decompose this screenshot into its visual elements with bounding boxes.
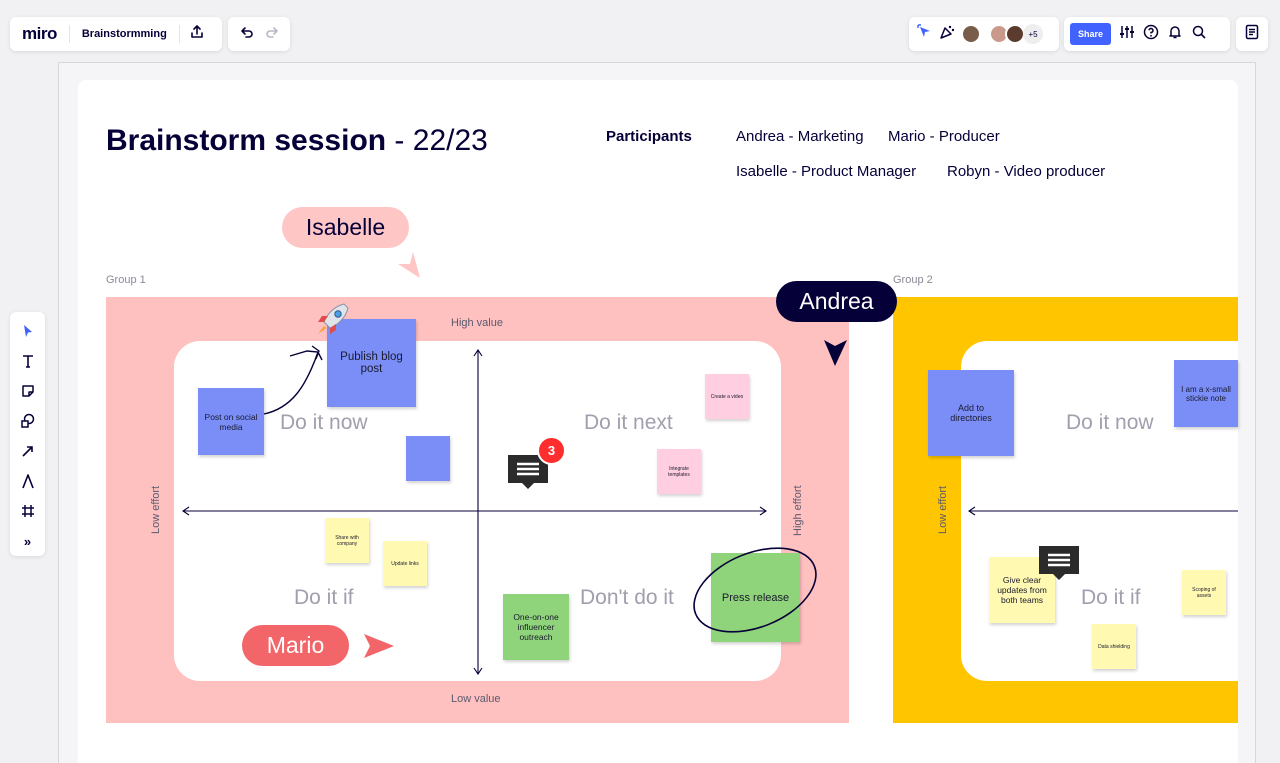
quadrant-label: Do it if — [1081, 586, 1141, 609]
ink-ellipse-annotation — [693, 547, 817, 633]
comment-count-badge: 3 — [537, 436, 566, 465]
cursor-label-andrea: Andrea — [776, 281, 897, 322]
sticky-note[interactable] — [406, 436, 450, 481]
sticky-note[interactable]: I am a x-small stickie note — [1174, 360, 1238, 427]
sticky-note[interactable]: Data shielding — [1092, 624, 1136, 669]
shapes-icon[interactable] — [17, 410, 39, 432]
participant: Robyn - Video producer — [947, 163, 1106, 180]
text-tool-icon[interactable] — [17, 350, 39, 372]
connection-line-icon[interactable] — [17, 440, 39, 462]
cursor-arrow-mario-icon — [364, 634, 394, 658]
share-button[interactable]: Share — [1070, 23, 1112, 45]
participant: Isabelle - Product Manager — [736, 163, 917, 180]
ink-arrow-annotation — [263, 345, 323, 415]
redo-icon[interactable] — [265, 25, 279, 43]
more-collaborators-badge[interactable]: +5 — [1023, 24, 1043, 44]
collaborator-avatar[interactable] — [961, 24, 981, 44]
matrix-axes — [182, 349, 767, 675]
quadrant-label: Do it next — [584, 411, 673, 434]
quadrant-label: Don't do it — [580, 586, 674, 609]
sticky-note[interactable]: Share with company — [325, 518, 369, 563]
sticky-note[interactable]: Publish blog post — [327, 319, 416, 407]
page-title: Brainstorm session - 22/23 — [106, 124, 488, 158]
high-value-label: High value — [451, 317, 503, 329]
matrix-axes — [968, 506, 1238, 516]
title-bold: Brainstorm session — [106, 124, 387, 157]
low-effort-label: Low effort — [937, 485, 949, 534]
sticky-note[interactable]: Scoping of assets — [1182, 570, 1226, 615]
cursor-pointer-icon[interactable] — [917, 23, 933, 45]
sticky-note[interactable]: One-on-one influencer outreach — [503, 594, 569, 660]
frame-icon[interactable] — [17, 500, 39, 522]
export-icon[interactable] — [180, 24, 214, 44]
board-menu-bar: miro Brainstormming — [10, 17, 222, 51]
undo-icon[interactable] — [240, 25, 254, 43]
help-icon[interactable] — [1143, 24, 1159, 45]
sticky-note[interactable]: Press release — [711, 553, 800, 642]
quadrant-label: Do it now — [1066, 411, 1154, 434]
notes-panel-button[interactable] — [1236, 17, 1268, 51]
divider — [178, 25, 180, 43]
high-effort-label: High effort — [792, 485, 804, 536]
sticky-note[interactable]: Create a video — [705, 374, 749, 419]
quadrant-label: Do it now — [280, 411, 368, 434]
cursor-label-mario: Mario — [242, 625, 349, 666]
notes-icon — [1245, 24, 1259, 45]
comment-bubble-icon[interactable] — [506, 453, 550, 489]
cursor-label-isabelle: Isabelle — [282, 207, 409, 248]
rocket-sticker-icon[interactable] — [314, 300, 352, 344]
quadrant-label: Do it if — [294, 586, 354, 609]
search-icon[interactable] — [1191, 24, 1207, 45]
sticky-note-icon[interactable] — [17, 380, 39, 402]
cursor-arrow-andrea-icon — [824, 340, 847, 366]
sticky-note[interactable]: Add to directories — [928, 370, 1014, 456]
board-name[interactable]: Brainstormming — [81, 28, 167, 40]
low-effort-label: Low effort — [150, 485, 162, 534]
group-label: Group 2 — [893, 274, 933, 286]
sticky-note[interactable]: Post on social media — [198, 388, 264, 455]
comment-bubble-icon[interactable] — [1037, 544, 1081, 580]
divider — [68, 25, 70, 43]
participants-label: Participants — [606, 128, 692, 145]
reactions-icon[interactable] — [939, 24, 955, 45]
select-pointer-icon[interactable] — [17, 320, 39, 342]
pen-icon[interactable] — [17, 470, 39, 492]
sticky-note[interactable]: Integrate templates — [657, 449, 701, 494]
collaboration-bar: +5 — [909, 17, 1059, 51]
notifications-bell-icon[interactable] — [1167, 24, 1183, 45]
collaborator-avatar[interactable] — [1005, 24, 1025, 44]
more-tools-icon[interactable]: » — [23, 533, 32, 549]
history-bar — [228, 17, 290, 51]
participant: Mario - Producer — [888, 128, 1000, 145]
low-value-label: Low value — [451, 693, 501, 705]
settings-sliders-icon[interactable] — [1119, 24, 1135, 45]
title-date: - 22/23 — [386, 124, 488, 157]
group-label: Group 1 — [106, 274, 146, 286]
cursor-arrow-isabelle-icon — [398, 252, 420, 278]
share-toolbar: Share — [1064, 17, 1230, 51]
participant: Andrea - Marketing — [736, 128, 864, 145]
creation-toolbar: » — [10, 312, 45, 556]
sticky-note[interactable]: Update links — [383, 541, 427, 586]
miro-logo[interactable]: miro — [22, 24, 57, 43]
